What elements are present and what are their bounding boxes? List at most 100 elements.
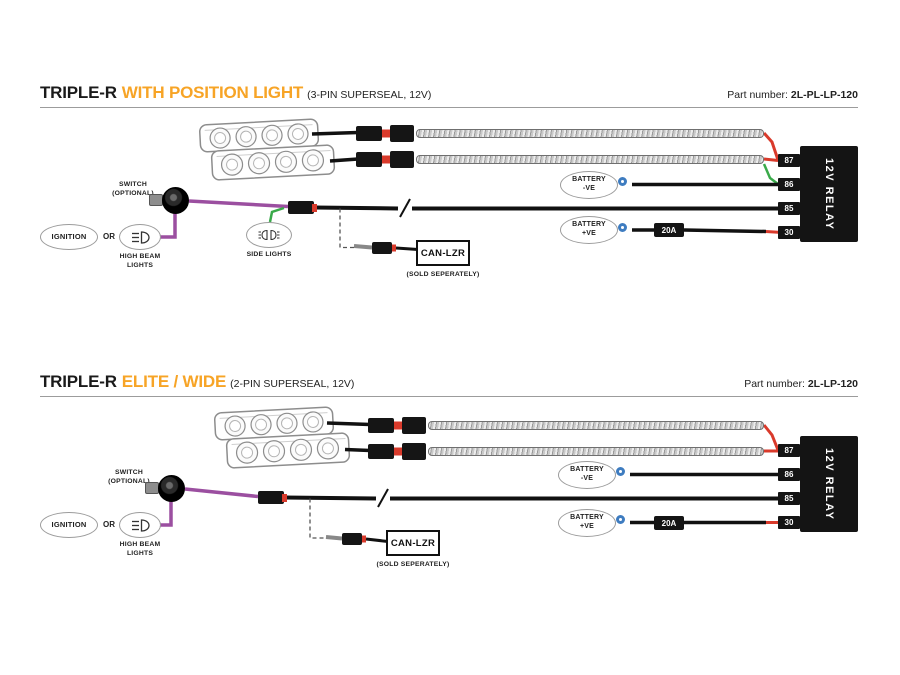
battery-neg-line2: -VE xyxy=(582,185,596,192)
superseal-connector-2 xyxy=(356,151,414,168)
high-beam-label: HIGH BEAM LIGHTS xyxy=(103,253,177,271)
header-divider xyxy=(40,396,858,397)
light-bar-upper xyxy=(199,118,320,153)
title-product: TRIPLE-R xyxy=(40,372,117,391)
ring-terminal-icon xyxy=(618,177,627,186)
can-dashed-link xyxy=(309,498,326,539)
switch-label: SWITCH (OPTIONAL) xyxy=(100,469,158,487)
ignition-text: IGNITION xyxy=(51,520,87,530)
wiring-layer xyxy=(160,118,783,254)
lamp-wire-2 xyxy=(329,157,359,163)
high-beam-line1: HIGH BEAM xyxy=(119,253,161,260)
or-label: OR xyxy=(103,520,115,529)
fuse-20a: 20A xyxy=(654,223,684,237)
sold-separately-label: (SOLD SEPERATELY) xyxy=(376,561,450,568)
light-bar-lower xyxy=(225,432,351,469)
part-number-label: Part number: xyxy=(744,378,808,390)
part-number-value: 2L-PL-LP-120 xyxy=(790,89,858,101)
battery-positive-label: BATTERY +VE xyxy=(560,216,618,244)
title-spec: (2-PIN SUPERSEAL, 12V) xyxy=(230,378,355,390)
ring-terminal-icon xyxy=(616,467,625,476)
part-number: Part number: 2L-LP-120 xyxy=(744,378,858,390)
side-lights-label: SIDE LIGHTS xyxy=(246,251,292,258)
battery-pos-line2: +VE xyxy=(579,523,595,530)
high-beam-icon xyxy=(131,518,150,532)
braided-cable-2 xyxy=(416,155,764,164)
or-label: OR xyxy=(103,232,115,241)
switch-label: SWITCH (OPTIONAL) xyxy=(104,181,162,199)
relay-12v: 12V RELAY xyxy=(800,436,858,532)
superseal-connector-2 xyxy=(368,443,426,460)
title-variant: ELITE / WIDE xyxy=(121,372,227,391)
switch-mount-nut xyxy=(145,482,159,494)
can-lzr-module: CAN-LZR xyxy=(416,240,470,266)
high-beam-indicator xyxy=(119,224,161,250)
can-lzr-module: CAN-LZR xyxy=(386,530,440,556)
part-number: Part number: 2L-PL-LP-120 xyxy=(727,89,858,101)
ignition-label: IGNITION xyxy=(40,512,98,538)
battery-negative-label: BATTERY -VE xyxy=(558,461,616,489)
superseal-connector-1 xyxy=(368,417,426,434)
light-bar-upper xyxy=(213,406,335,441)
relay-feed-wires xyxy=(762,424,780,453)
battery-pos-line2: +VE xyxy=(581,230,597,237)
switch-input-wire xyxy=(160,213,177,239)
relay-pin-87: 87 xyxy=(778,444,800,457)
wiring-layer xyxy=(158,406,782,545)
part-number-value: 2L-LP-120 xyxy=(807,378,858,390)
relay-pin-30: 30 xyxy=(778,516,800,529)
battery-neg-line1: BATTERY xyxy=(572,176,606,184)
part-number-label: Part number: xyxy=(727,89,791,101)
switched-power-wire xyxy=(283,488,782,508)
ignition-label: IGNITION xyxy=(40,224,98,250)
relay-pin-30: 30 xyxy=(778,226,800,239)
switch-knob xyxy=(162,187,189,214)
battery-pos-line1: BATTERY xyxy=(572,221,606,229)
battery-negative-label: BATTERY -VE xyxy=(560,171,618,199)
high-beam-icon xyxy=(131,230,150,244)
light-bar-lower xyxy=(210,144,336,181)
relay-pin-87: 87 xyxy=(778,154,800,167)
battery-neg-line2: -VE xyxy=(580,475,594,482)
switch-label-line2: (OPTIONAL) xyxy=(112,189,154,197)
relay-pin-85: 85 xyxy=(778,202,800,215)
position-light-wire xyxy=(268,206,285,223)
relay-12v: 12V RELAY xyxy=(800,146,858,242)
inline-connector xyxy=(258,491,287,504)
lamp-wire-1 xyxy=(311,130,359,136)
switched-power-wire xyxy=(313,198,782,218)
braided-cable-1 xyxy=(416,129,764,138)
side-lights-icon xyxy=(258,229,280,241)
can-connector xyxy=(353,242,419,254)
inline-connector xyxy=(288,201,317,214)
lamp-wire-1 xyxy=(326,421,371,427)
sold-separately-label: (SOLD SEPERATELY) xyxy=(406,271,480,278)
relay-label: 12V RELAY xyxy=(823,157,835,231)
relay-pin-86: 86 xyxy=(778,178,800,191)
switch-output-wire xyxy=(184,487,259,499)
ring-terminal-icon xyxy=(616,515,625,524)
high-beam-label: HIGH BEAM LIGHTS xyxy=(103,541,177,559)
superseal-connector-1 xyxy=(356,125,414,142)
switch-knob xyxy=(158,475,185,502)
switch-output-wire xyxy=(188,199,289,209)
ring-terminal-icon xyxy=(618,223,627,232)
header-divider xyxy=(40,107,858,108)
title-spec: (3-PIN SUPERSEAL, 12V) xyxy=(307,89,432,101)
wire-break-mark xyxy=(377,488,389,508)
high-beam-line2: LIGHTS xyxy=(126,549,154,557)
switch-mount-nut xyxy=(149,194,163,206)
switch-input-wire xyxy=(158,501,173,527)
title-product: TRIPLE-R xyxy=(40,83,117,102)
relay-pin-86: 86 xyxy=(778,468,800,481)
high-beam-line1: HIGH BEAM xyxy=(119,541,161,548)
switch-label-line2: (OPTIONAL) xyxy=(108,477,150,485)
fuse-20a: 20A xyxy=(654,516,684,530)
